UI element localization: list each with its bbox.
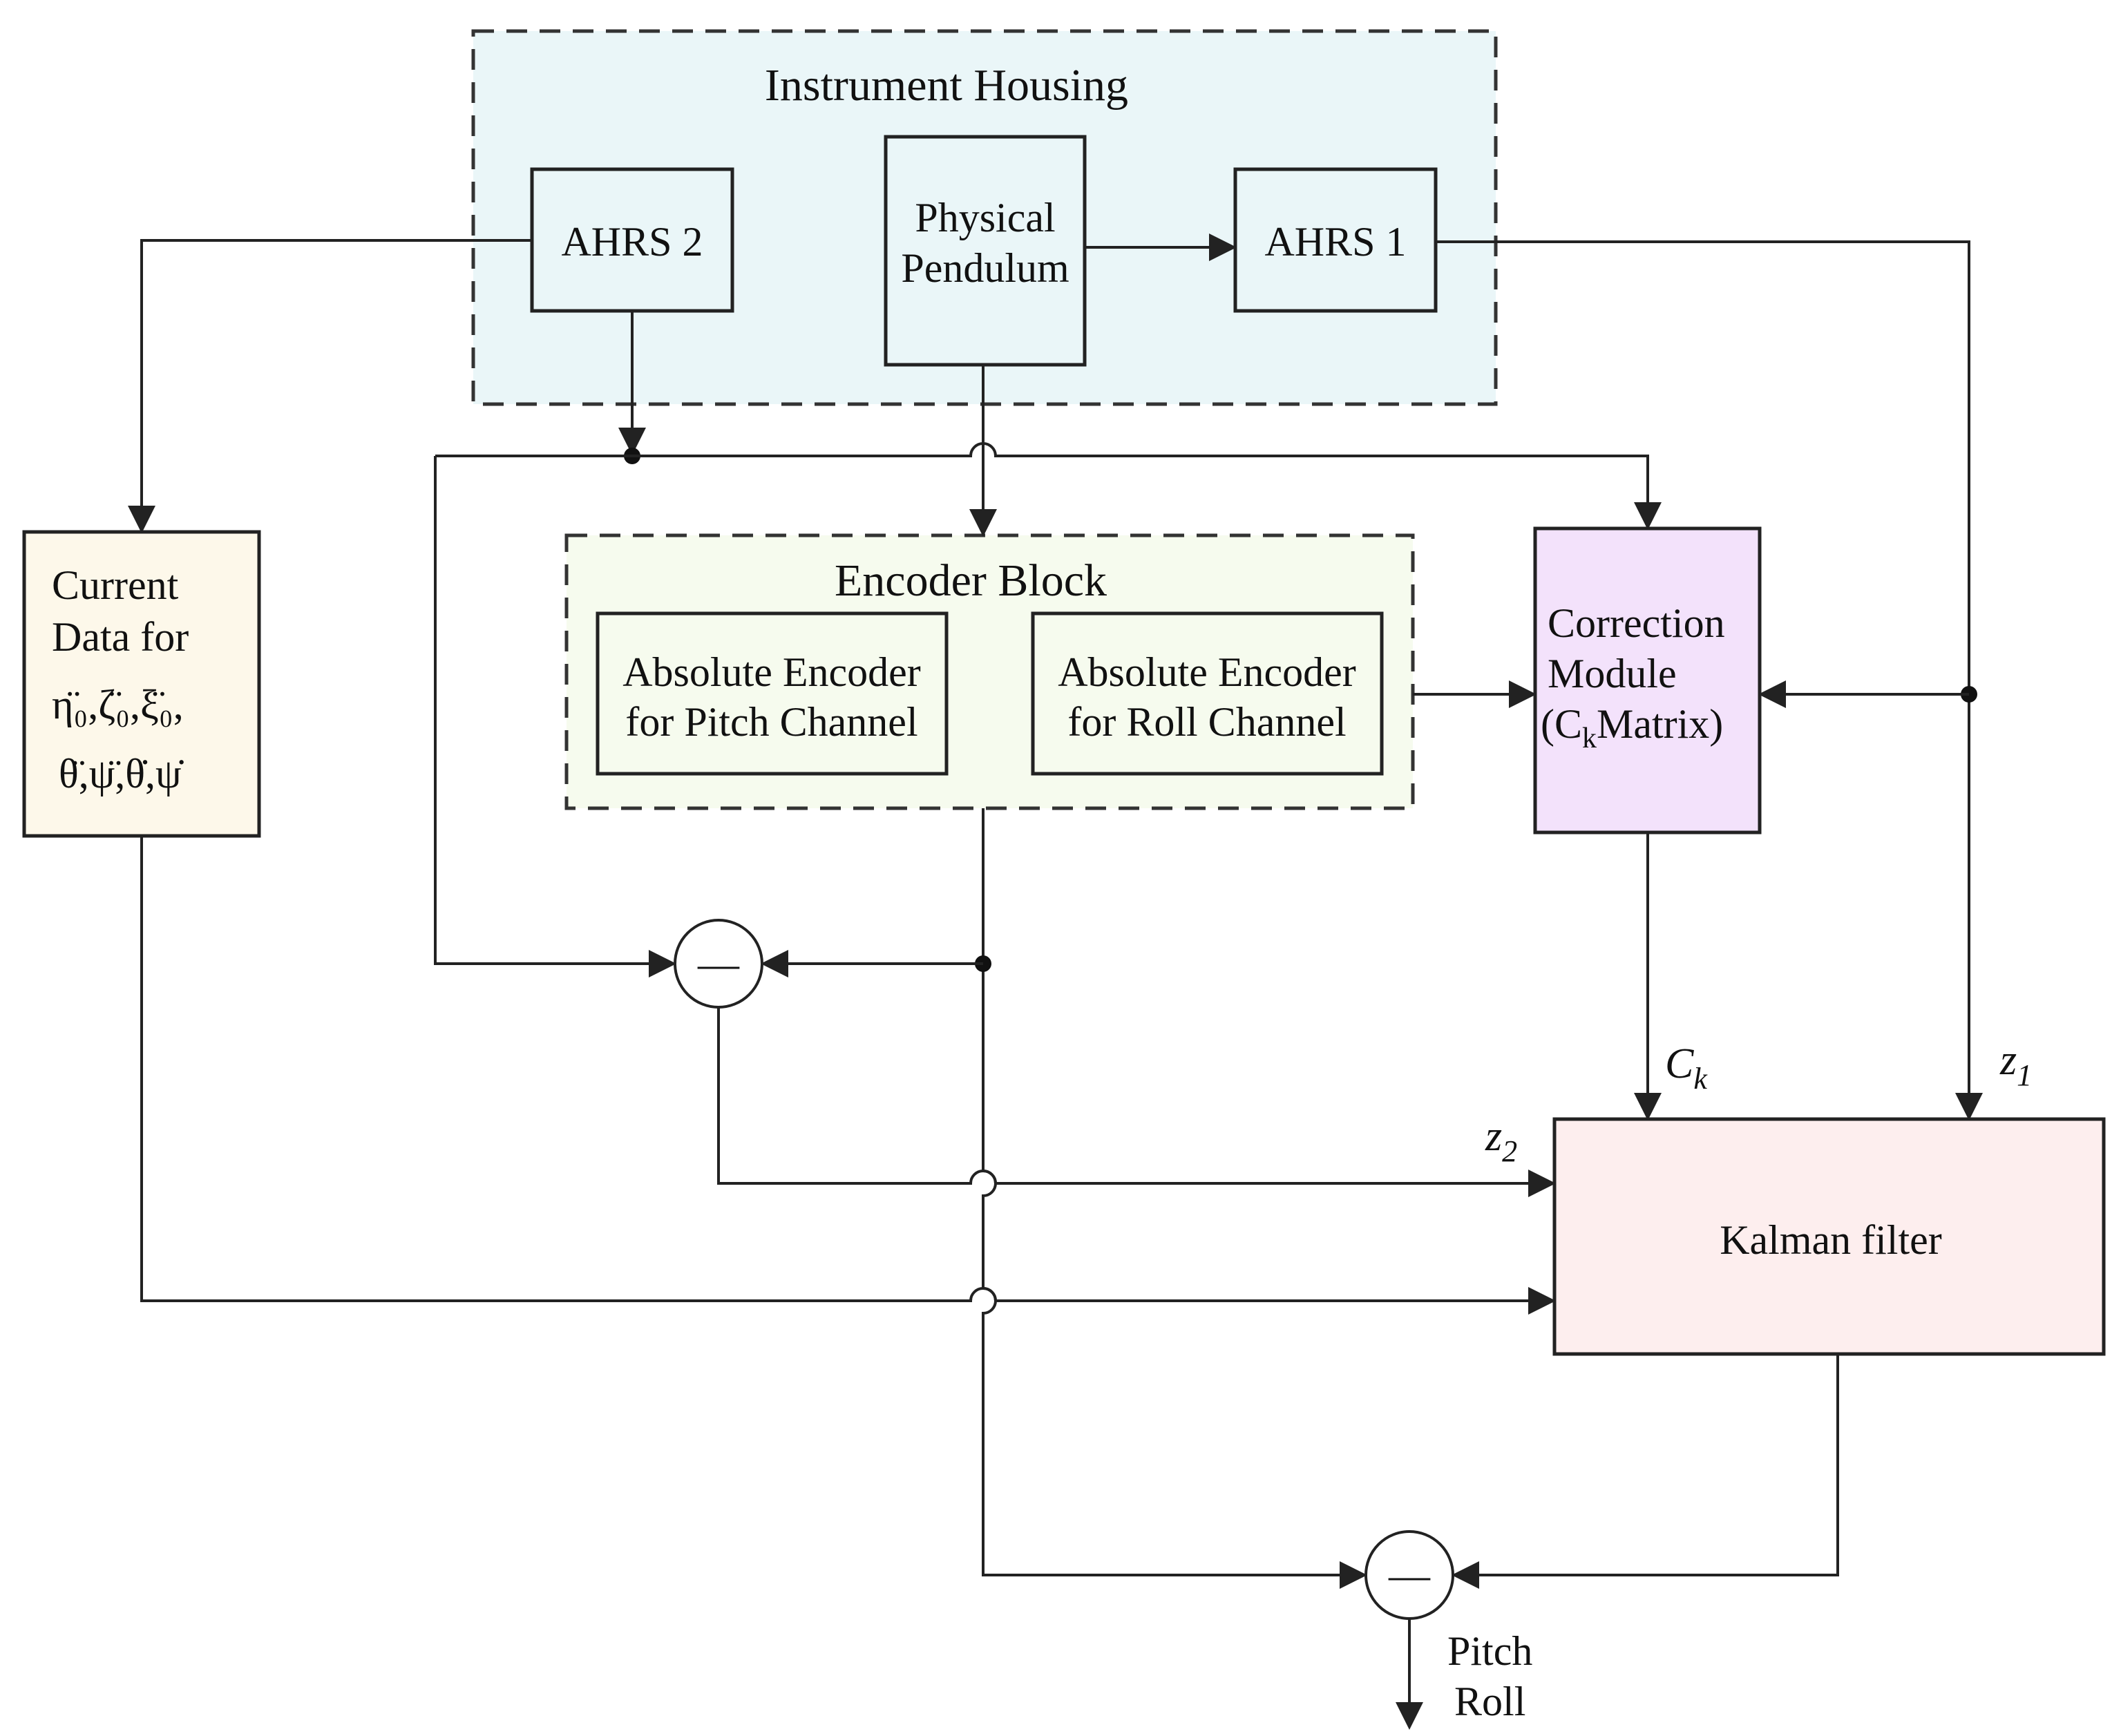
correction-module-line3: (CkMatrix) bbox=[1541, 701, 1723, 754]
roll-encoder-block: Absolute Encoder for Roll Channel bbox=[1031, 611, 1384, 776]
summing-junction-2-symbol: — bbox=[1388, 1552, 1431, 1598]
z1-signal-label: z1 bbox=[1999, 1037, 2032, 1092]
line-current-data-to-kalman bbox=[140, 836, 1556, 1315]
current-data-line1: Current bbox=[52, 562, 179, 608]
current-data-block: Current Data for η̈₀,ζ̈₀,ξ̈₀, θ̈,ψ̈,θ̇,ψ… bbox=[22, 530, 261, 838]
current-data-line2: Data for bbox=[52, 614, 189, 660]
line-ahrs2-to-current-data bbox=[128, 239, 532, 533]
kalman-filter-block: Kalman filter bbox=[1552, 1117, 2106, 1356]
correction-module-block: Correction Module (CkMatrix) bbox=[1533, 526, 1762, 834]
kalman-filter-label: Kalman filter bbox=[1720, 1217, 1942, 1263]
encoder-block: Encoder Block Absolute Encoder for Pitch… bbox=[564, 533, 1415, 810]
line-kalman-to-sum2 bbox=[1452, 1354, 1839, 1589]
pitch-encoder-block: Absolute Encoder for Pitch Channel bbox=[596, 611, 949, 776]
roll-encoder-line2: for Roll Channel bbox=[1067, 699, 1346, 745]
output-roll-label: Roll bbox=[1454, 1679, 1525, 1724]
current-data-line4: θ̈,ψ̈,θ̇,ψ̇ bbox=[59, 751, 184, 797]
line-encoder-to-sum2 bbox=[982, 808, 1367, 1589]
line-ahrs1-to-kalman bbox=[1436, 240, 1983, 1120]
z2-signal-label: z2 bbox=[1485, 1113, 1517, 1168]
pendulum-label-line2: Pendulum bbox=[901, 245, 1069, 291]
ahrs2-block: AHRS 2 bbox=[530, 167, 734, 313]
ahrs1-block: AHRS 1 bbox=[1233, 167, 1438, 313]
output-pitch-label: Pitch bbox=[1447, 1628, 1532, 1674]
ahrs2-label: AHRS 2 bbox=[561, 219, 703, 265]
correction-module-line2: Module bbox=[1548, 651, 1677, 696]
summing-junction-1-symbol: — bbox=[697, 941, 740, 986]
instrument-housing-title: Instrument Housing bbox=[765, 60, 1128, 111]
summing-junction-1: — bbox=[674, 919, 763, 1009]
ahrs1-label: AHRS 1 bbox=[1264, 219, 1406, 265]
pitch-encoder-line1: Absolute Encoder bbox=[622, 649, 921, 695]
correction-module-line1: Correction bbox=[1548, 600, 1725, 646]
roll-encoder-line1: Absolute Encoder bbox=[1058, 649, 1356, 695]
pendulum-block: Physical Pendulum bbox=[884, 135, 1087, 367]
current-data-line3: η̈₀,ζ̈₀,ξ̈₀, bbox=[52, 682, 184, 727]
pendulum-label-line1: Physical bbox=[915, 195, 1055, 240]
ck-signal-label: Ck bbox=[1665, 1040, 1708, 1096]
line-bus-to-correction bbox=[435, 442, 1662, 530]
summing-junction-2: — bbox=[1364, 1530, 1454, 1620]
line-sum1-to-kalman bbox=[717, 1007, 1556, 1197]
pitch-encoder-line2: for Pitch Channel bbox=[625, 699, 917, 745]
line-bus-to-sum1 bbox=[434, 456, 676, 977]
encoder-block-title: Encoder Block bbox=[835, 555, 1107, 606]
